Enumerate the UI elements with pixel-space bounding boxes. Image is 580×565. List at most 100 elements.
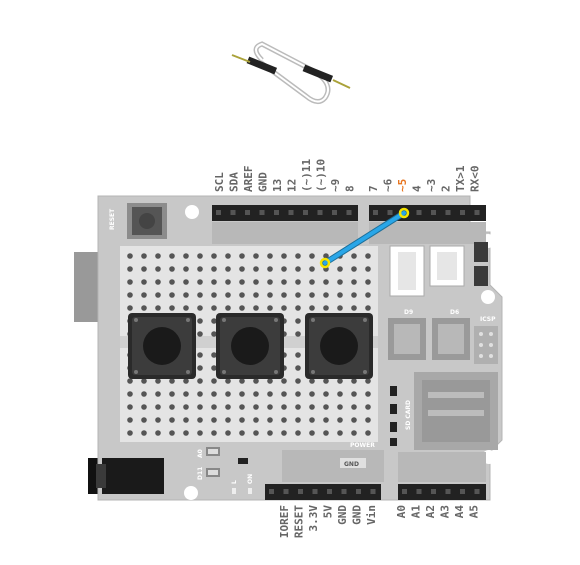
header-pin bbox=[230, 210, 236, 215]
icsp-header bbox=[474, 326, 498, 364]
smd-part bbox=[390, 404, 397, 414]
smd-part bbox=[390, 386, 397, 396]
header-pin bbox=[402, 489, 407, 494]
bottom-pin-label: GND bbox=[336, 505, 349, 525]
top-pin-label: ~5 bbox=[396, 179, 409, 192]
bottom-pin-label: GND bbox=[351, 505, 364, 525]
header-digital-high bbox=[212, 205, 358, 221]
bottom-pin-label: Vin bbox=[365, 505, 378, 525]
top-pin-label: 8 bbox=[344, 185, 357, 192]
sd-card-label: SD CARD bbox=[405, 400, 412, 430]
bottom-pin-label: A2 bbox=[424, 505, 437, 518]
led-a0 bbox=[206, 447, 220, 456]
top-pin-label: SDA bbox=[228, 172, 241, 192]
header-analog bbox=[398, 484, 486, 500]
top-pin-label: AREF bbox=[242, 166, 255, 193]
header-pin bbox=[460, 210, 465, 215]
connector-d9 bbox=[388, 318, 426, 360]
mount-hole bbox=[185, 205, 199, 219]
header-pin bbox=[373, 210, 378, 215]
push-button-1[interactable] bbox=[128, 313, 196, 379]
led-l bbox=[238, 458, 248, 464]
icsp-label: ICSP bbox=[480, 316, 496, 323]
reset-label: RESET bbox=[109, 208, 116, 230]
header-pin bbox=[370, 489, 376, 494]
header-pin bbox=[259, 210, 265, 215]
mount-hole bbox=[184, 486, 198, 500]
header-pin bbox=[274, 210, 279, 215]
header-pin bbox=[298, 489, 303, 494]
bottom-pin-label: 3.3V bbox=[307, 505, 320, 532]
bottom-pin-label: A1 bbox=[410, 505, 423, 519]
connector-d6 bbox=[432, 318, 470, 360]
header-pin bbox=[346, 210, 352, 215]
header-pin bbox=[216, 210, 221, 215]
push-button-3[interactable] bbox=[305, 313, 373, 379]
top-pin-label: 12 bbox=[286, 179, 299, 192]
header-pin bbox=[269, 489, 274, 494]
smd-part bbox=[390, 438, 397, 446]
bottom-pin-label: IOREF bbox=[278, 505, 291, 538]
bottom-pin-label: A3 bbox=[439, 505, 452, 518]
header-pin bbox=[356, 489, 361, 494]
silk-analog bbox=[398, 452, 486, 482]
d9-label: D9 bbox=[404, 309, 413, 316]
bottom-pin-label: A4 bbox=[453, 505, 466, 519]
push-button-2[interactable] bbox=[216, 313, 284, 379]
header-pin bbox=[416, 210, 422, 215]
header-pin bbox=[445, 489, 451, 494]
jumper-wire-icon bbox=[231, 41, 351, 104]
header-pin bbox=[474, 489, 480, 494]
connector-rx bbox=[429, 245, 465, 287]
power-label: POWER bbox=[350, 442, 375, 449]
bottom-pin-label: A5 bbox=[468, 505, 481, 518]
header-pin bbox=[474, 210, 480, 215]
blue-jumper-wire bbox=[319, 207, 410, 269]
led-on-label: ON bbox=[247, 474, 254, 484]
header-pin bbox=[245, 210, 250, 215]
usb-connector bbox=[74, 252, 100, 322]
header-pin bbox=[303, 210, 308, 215]
gnd-label: GND bbox=[344, 461, 359, 468]
silk-top-left bbox=[212, 222, 358, 244]
led-d11 bbox=[206, 468, 220, 477]
reset-button[interactable] bbox=[127, 203, 167, 239]
header-pin bbox=[312, 489, 318, 494]
silk-power bbox=[282, 450, 384, 482]
top-pin-label: RX<0 bbox=[469, 166, 482, 193]
top-pin-label: TX>1 bbox=[454, 165, 467, 192]
header-pin bbox=[387, 210, 393, 215]
d6-label: D6 bbox=[450, 309, 459, 316]
header-pin bbox=[283, 489, 289, 494]
header-pin bbox=[341, 489, 347, 494]
top-pin-label: ~6 bbox=[382, 178, 395, 192]
led-a0-label: A0 bbox=[197, 449, 204, 458]
top-pin-label: GND bbox=[257, 172, 270, 192]
top-pin-label: ~3 bbox=[425, 179, 438, 192]
gnd-box bbox=[340, 458, 366, 468]
header-pin bbox=[288, 210, 294, 215]
led-d11-label: D11 bbox=[197, 467, 204, 480]
header-pin bbox=[431, 210, 436, 215]
header-pin bbox=[327, 489, 332, 494]
header-digital-low bbox=[369, 205, 486, 221]
silk-top-right bbox=[369, 222, 486, 244]
top-pin-label: 7 bbox=[367, 185, 380, 192]
header-pin bbox=[416, 489, 422, 494]
smd-part bbox=[390, 422, 397, 432]
header-pin bbox=[431, 489, 436, 494]
header-pin bbox=[445, 210, 451, 215]
bottom-pin-label: A0 bbox=[395, 505, 408, 518]
header-power bbox=[265, 484, 381, 500]
top-pin-label: (~)10 bbox=[315, 159, 328, 192]
header-pin bbox=[317, 210, 323, 215]
bottom-pin-label: 5V bbox=[322, 505, 335, 519]
sd-card-slot bbox=[414, 372, 498, 450]
bottom-pin-label: RESET bbox=[293, 505, 306, 538]
top-pin-label: SCL bbox=[213, 172, 226, 192]
header-pin bbox=[332, 210, 337, 215]
top-pin-label: 13 bbox=[271, 179, 284, 192]
